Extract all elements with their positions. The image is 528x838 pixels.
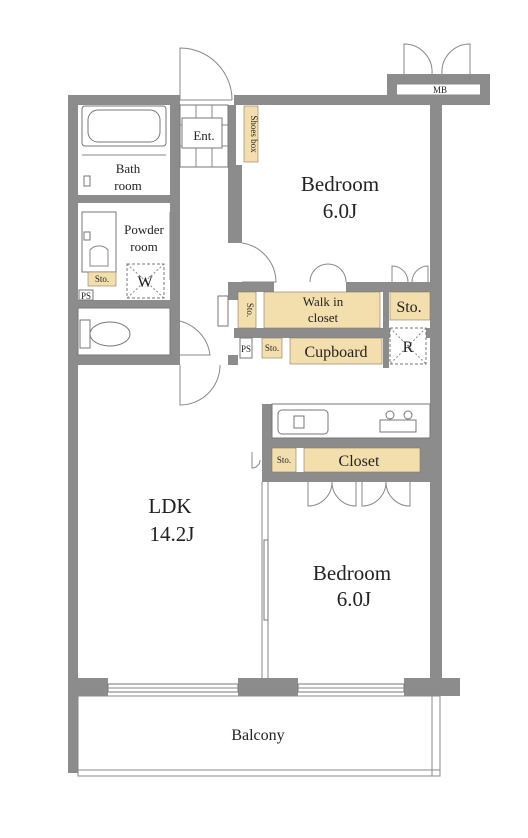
wall-left xyxy=(68,95,78,773)
refrigerator-label: R xyxy=(403,339,414,356)
wall-top-mid xyxy=(234,95,394,105)
washbasin xyxy=(81,211,117,273)
ps-label-1: PS xyxy=(81,291,91,301)
ps-label-2: PS xyxy=(241,344,251,354)
mb-doors xyxy=(397,43,480,96)
entrance-label: Ent. xyxy=(193,128,214,143)
bathtub xyxy=(81,105,167,187)
closet-storage-label: Sto. xyxy=(277,455,291,465)
powder-storage xyxy=(87,271,117,287)
wall-closet-bottom xyxy=(262,472,430,482)
powder-label-1: Powder xyxy=(124,222,164,237)
wall-kitchen-l xyxy=(262,404,272,444)
corridor-sto-door xyxy=(217,295,229,327)
closet-doors xyxy=(251,452,411,507)
cup-storage-label: Sto. xyxy=(265,343,279,353)
bedroom1-name: Bedroom xyxy=(301,172,379,196)
kitchen-counter xyxy=(271,403,431,439)
wall-bed2-l xyxy=(262,448,272,482)
corridor-storage xyxy=(237,291,257,329)
washer-label: W xyxy=(137,274,153,291)
wall-wic-l xyxy=(234,282,274,292)
bedroom2-size: 6.0J xyxy=(337,587,371,611)
storage-closet-left xyxy=(271,447,297,473)
wall-mb-right xyxy=(480,74,490,104)
wall-corridor-r1 xyxy=(228,105,236,165)
ps-box xyxy=(239,337,253,359)
powder-label-2: room xyxy=(130,239,157,254)
toilet xyxy=(77,289,171,356)
wall-bath-bottom xyxy=(78,195,170,203)
walls xyxy=(68,74,490,773)
sliding-partition xyxy=(261,482,269,678)
shoes-box xyxy=(243,105,259,163)
corridor-storage-label: Sto. xyxy=(245,303,255,317)
cupboard xyxy=(289,337,383,365)
wall-corridor-r2 xyxy=(228,165,242,243)
bedroom2-name: Bedroom xyxy=(313,561,391,585)
entrance-door xyxy=(179,47,233,101)
wall-bottom-l1 xyxy=(68,678,108,696)
ldk-size: 14.2J xyxy=(150,522,195,546)
wall-mb-left xyxy=(387,74,397,104)
meter-box-label: MB xyxy=(433,85,447,95)
wall-mb-top xyxy=(387,74,490,84)
wall-stub xyxy=(228,355,238,365)
refrigerator-space xyxy=(389,327,427,365)
balcony xyxy=(77,695,441,777)
closet xyxy=(303,447,421,473)
shoes-box-label: Shoes box xyxy=(249,115,259,153)
wall-top-left xyxy=(68,95,180,105)
wall-bottom-r xyxy=(404,678,460,696)
bath-label-1: Bath xyxy=(116,161,141,176)
wall-right xyxy=(430,95,442,695)
closet-label: Closet xyxy=(339,453,380,470)
walk-in-label-1: Walk in xyxy=(303,294,344,309)
balcony-label: Balcony xyxy=(231,727,284,744)
walk-in-label-2: closet xyxy=(308,310,339,325)
wall-kitchen-bottom xyxy=(262,438,430,448)
wall-cup-top xyxy=(234,328,430,338)
wall-wet-right xyxy=(170,95,180,355)
bedroom1-size: 6.0J xyxy=(323,199,357,223)
washer-space xyxy=(126,263,165,299)
storage-right xyxy=(389,291,431,321)
toilet-door xyxy=(169,319,221,406)
bath-label-2: room xyxy=(114,178,141,193)
windows xyxy=(107,683,405,693)
wall-closet-r xyxy=(420,438,430,482)
wall-cup-right xyxy=(383,282,389,368)
powder-door xyxy=(169,212,175,280)
wall-powder-bottom xyxy=(78,300,170,308)
cupboard-label: Cupboard xyxy=(304,344,367,361)
bedroom1-door xyxy=(241,242,429,283)
storage-right-label: Sto. xyxy=(396,299,421,316)
wall-ldk-top xyxy=(68,355,180,365)
powder-storage-label: Sto. xyxy=(95,274,109,284)
wall-bottom-mid xyxy=(238,678,298,696)
ldk-name: LDK xyxy=(148,494,191,518)
walk-in-closet xyxy=(263,291,381,329)
storage-small-cup xyxy=(261,337,283,359)
